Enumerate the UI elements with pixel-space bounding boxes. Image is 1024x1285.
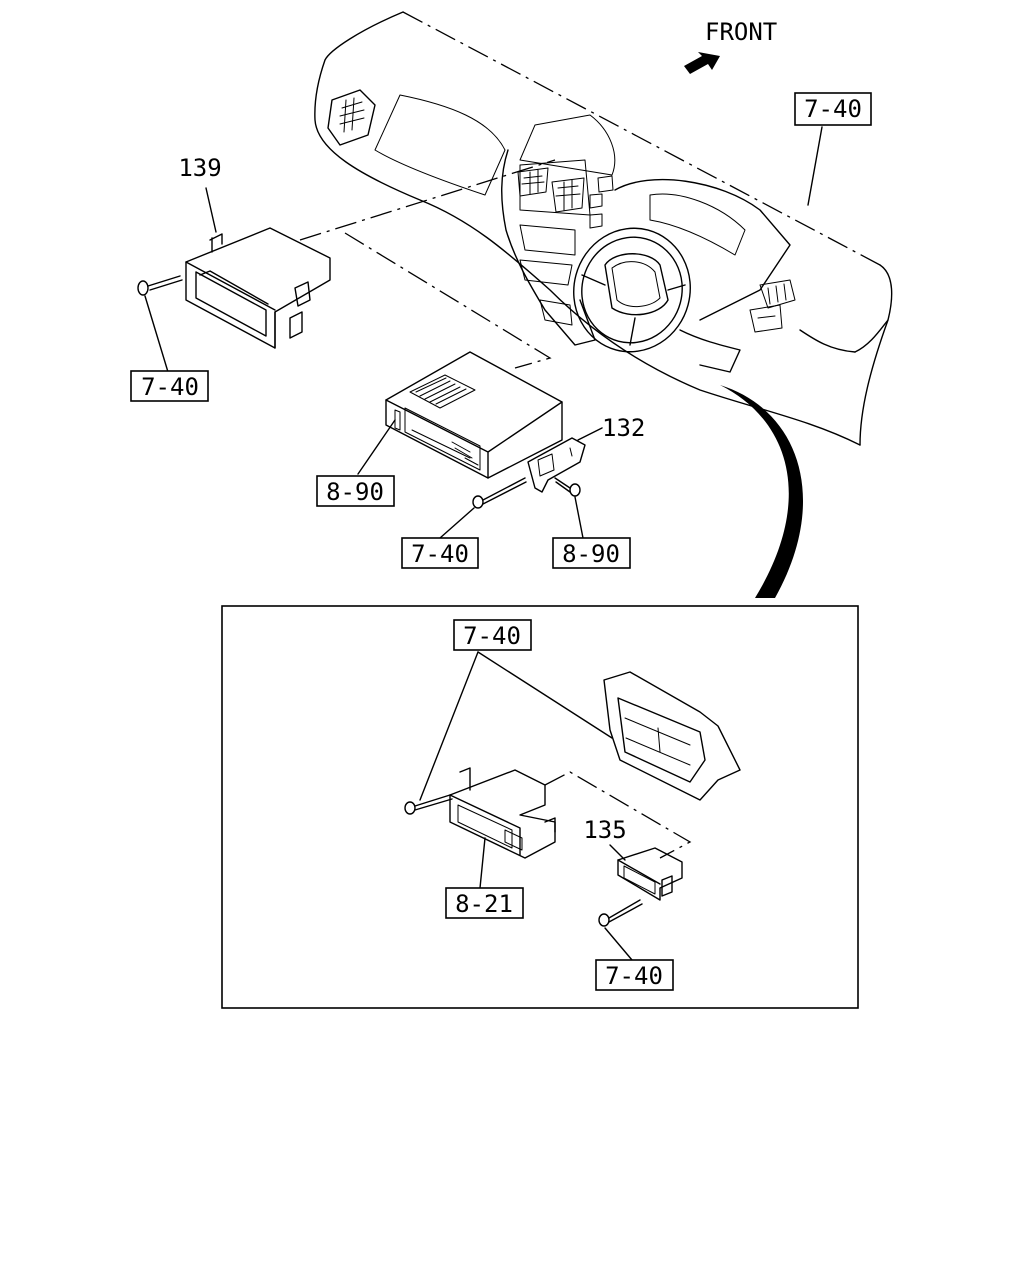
screw-bracket-label: 8-90 — [562, 540, 620, 568]
screw-left-label: 7-40 — [141, 373, 199, 401]
screw-icon — [554, 477, 581, 497]
detail-inset-frame — [221, 605, 859, 1009]
screw-icon — [472, 477, 527, 509]
screw-icon — [598, 899, 643, 927]
front-label: FRONT — [705, 18, 777, 46]
radio-drawing — [385, 351, 563, 479]
radio-ref-label: 8-90 — [326, 478, 384, 506]
screw-icon — [137, 275, 183, 296]
pocket-135-num: 135 — [583, 816, 626, 844]
inset-screw-label: 7-40 — [605, 962, 663, 990]
screw-bottom-label: 7-40 — [411, 540, 469, 568]
center-bezel-drawing — [603, 671, 741, 801]
inset-unit-ref-label: 8-21 — [455, 890, 513, 918]
audio-unit-drawing — [449, 767, 556, 859]
instrument-panel-drawing — [314, 11, 893, 446]
dash-ref-label: 7-40 — [804, 95, 862, 123]
screw-icon — [404, 794, 453, 815]
bracket-132-drawing — [527, 437, 586, 493]
inset-panel-ref-label: 7-40 — [463, 622, 521, 650]
front-arrow-icon — [684, 52, 720, 74]
bracket-132-num: 132 — [602, 414, 645, 442]
detail-arrow-icon — [720, 385, 804, 598]
pocket-139-drawing — [185, 227, 331, 349]
pocket-135-drawing — [617, 847, 683, 901]
pocket-139-num: 139 — [178, 154, 221, 182]
